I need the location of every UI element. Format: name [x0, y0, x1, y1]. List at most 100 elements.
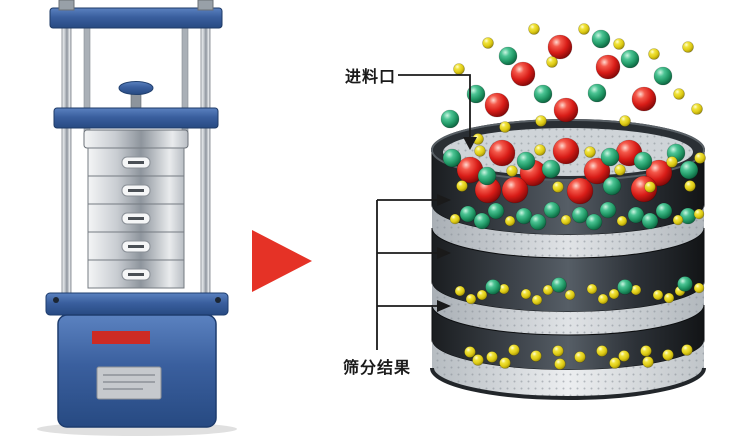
green-ball [591, 29, 611, 49]
yellow-ball [528, 23, 540, 35]
base-bolt-right [215, 297, 221, 303]
top-crossbar [49, 7, 223, 29]
flow-arrow-icon [252, 230, 312, 292]
yellow-ball [482, 37, 494, 49]
ring-label-slot [128, 189, 144, 192]
support-rod-left [61, 9, 72, 299]
screening-result-annotation: 筛分结果 [343, 194, 451, 377]
green-ball [543, 201, 561, 219]
yellow-ball [472, 354, 484, 366]
green-ball [633, 151, 653, 171]
yellow-ball [614, 164, 626, 176]
green-ball [516, 151, 536, 171]
yellow-ball [534, 144, 546, 156]
yellow-ball [616, 215, 628, 227]
feed-inlet-arrowhead-icon [463, 137, 477, 150]
red-ball [510, 61, 536, 87]
yellow-ball [596, 345, 608, 357]
green-ball [487, 202, 505, 220]
yellow-ball [520, 288, 532, 300]
mesh-layer-3-texture [432, 282, 704, 335]
yellow-ball [552, 181, 564, 193]
red-ball [583, 157, 611, 185]
green-ball [655, 202, 673, 220]
layer-arrow-3-head-icon [437, 300, 451, 312]
ring-label-slot [128, 161, 144, 164]
yellow-ball [552, 345, 564, 357]
green-ball [498, 46, 518, 66]
yellow-ball [597, 293, 609, 305]
yellow-ball [663, 292, 675, 304]
green-ball [627, 206, 645, 224]
green-ball [602, 176, 622, 196]
yellow-ball [648, 48, 660, 60]
yellow-ball [644, 181, 656, 193]
layer-arrow-2-head-icon [437, 247, 451, 259]
yellow-ball [454, 285, 466, 297]
yellow-ball [693, 282, 705, 294]
yellow-ball [666, 156, 678, 168]
yellow-ball [681, 344, 693, 356]
clamp-knob [118, 81, 154, 95]
yellow-ball [640, 345, 652, 357]
green-ball [585, 213, 603, 231]
yellow-ball [613, 38, 625, 50]
green-ball [442, 148, 462, 168]
yellow-ball [506, 165, 518, 177]
balls-middle-layer [449, 201, 705, 231]
red-ball [484, 92, 510, 118]
yellow-ball [554, 358, 566, 370]
red-ball [552, 137, 580, 165]
green-ball [600, 147, 620, 167]
yellow-ball [476, 289, 488, 301]
rod-nut-left [58, 0, 75, 11]
yellow-ball [530, 350, 542, 362]
yellow-ball [474, 145, 486, 157]
yellow-ball [684, 180, 696, 192]
green-ball [541, 159, 561, 179]
yellow-ball [691, 103, 703, 115]
sieve-stack [87, 147, 185, 289]
rod-nut-right [197, 0, 214, 11]
yellow-ball [619, 115, 631, 127]
screening-result-label: 筛分结果 [343, 358, 411, 377]
balls-pan [464, 344, 693, 370]
yellow-ball [560, 214, 572, 226]
base-top-plate [45, 292, 229, 316]
base-bolt-left [53, 297, 59, 303]
green-ball [653, 66, 673, 86]
support-rod-right [200, 9, 211, 299]
red-ball [595, 54, 621, 80]
green-ball [440, 109, 460, 129]
yellow-ball [584, 146, 596, 158]
green-ball [477, 166, 497, 186]
yellow-ball [578, 23, 590, 35]
green-ball [617, 279, 633, 295]
base-nameplate [96, 366, 162, 400]
layer-arrow-1-head-icon [437, 194, 451, 206]
yellow-ball [464, 346, 476, 358]
green-ball [529, 213, 547, 231]
yellow-ball [682, 41, 694, 53]
yellow-ball [694, 152, 706, 164]
yellow-ball [465, 293, 477, 305]
yellow-ball [546, 56, 558, 68]
balls-lower-layer [454, 276, 705, 306]
yellow-ball [499, 357, 511, 369]
sieve-lid [83, 129, 189, 149]
yellow-ball [608, 288, 620, 300]
yellow-ball [564, 289, 576, 301]
ring-label-slot [128, 217, 144, 220]
yellow-ball [449, 213, 461, 225]
green-ball [599, 201, 617, 219]
yellow-ball [574, 351, 586, 363]
yellow-ball [618, 350, 630, 362]
yellow-ball [453, 63, 465, 75]
sieve-shaker-machine [37, 0, 237, 436]
yellow-ball [508, 344, 520, 356]
green-ball [459, 205, 477, 223]
balls-top-layer [442, 137, 706, 205]
yellow-ball [542, 284, 554, 296]
